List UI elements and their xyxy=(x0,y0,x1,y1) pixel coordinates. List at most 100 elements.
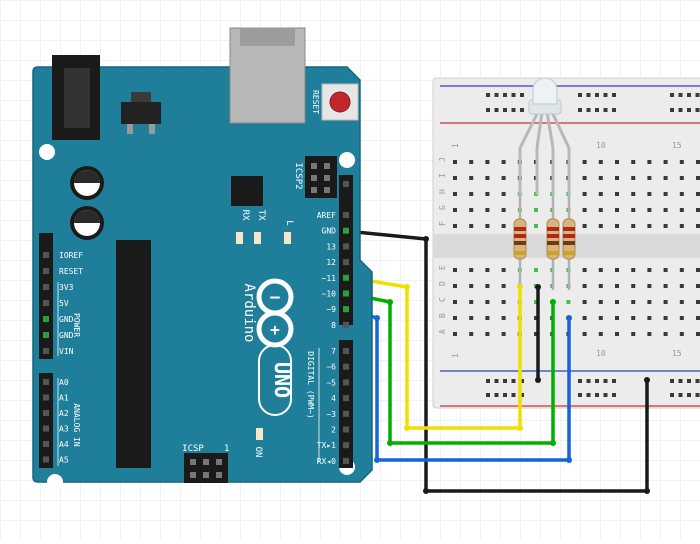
rail-hole[interactable] xyxy=(520,108,524,112)
breadboard-hole[interactable] xyxy=(679,284,684,288)
breadboard-hole[interactable] xyxy=(615,332,619,336)
rail-hole[interactable] xyxy=(670,393,674,397)
breadboard-hole[interactable] xyxy=(647,268,652,272)
rail-hole[interactable] xyxy=(612,93,616,97)
wire-bendpoint[interactable] xyxy=(550,299,556,305)
rail-hole[interactable] xyxy=(612,108,616,112)
breadboard-hole[interactable] xyxy=(501,176,506,180)
rail-hole[interactable] xyxy=(603,379,608,383)
wire-bendpoint[interactable] xyxy=(374,457,380,463)
rail-hole[interactable] xyxy=(503,108,507,112)
breadboard-hole[interactable] xyxy=(485,176,490,180)
header-pin[interactable] xyxy=(43,300,49,306)
rail-hole[interactable] xyxy=(520,393,524,397)
rail-hole[interactable] xyxy=(494,379,499,383)
breadboard-hole[interactable] xyxy=(582,300,587,304)
breadboard-hole[interactable] xyxy=(679,192,684,196)
breadboard-hole[interactable] xyxy=(631,208,636,212)
rgb-led[interactable] xyxy=(518,77,571,195)
rail-hole[interactable] xyxy=(687,379,691,383)
wire-bendpoint[interactable] xyxy=(644,488,650,494)
breadboard-hole[interactable] xyxy=(663,208,668,212)
breadboard-hole[interactable] xyxy=(696,208,700,212)
header-pin[interactable] xyxy=(43,410,49,416)
breadboard-hole[interactable] xyxy=(696,192,700,196)
breadboard-hole[interactable] xyxy=(647,300,652,304)
rail-hole[interactable] xyxy=(520,379,524,383)
breadboard-hole[interactable] xyxy=(453,300,457,304)
rail-hole[interactable] xyxy=(511,379,516,383)
rail-hole[interactable] xyxy=(486,108,490,112)
breadboard-hole[interactable] xyxy=(469,224,474,228)
breadboard-hole[interactable] xyxy=(696,224,700,228)
rail-hole[interactable] xyxy=(612,393,616,397)
header-pin[interactable] xyxy=(343,259,349,266)
rail-hole[interactable] xyxy=(586,108,591,112)
rail-hole[interactable] xyxy=(595,379,599,383)
header-pin[interactable] xyxy=(43,332,49,338)
breadboard-hole[interactable] xyxy=(615,268,619,272)
breadboard-hole[interactable] xyxy=(615,224,619,228)
header-pin[interactable] xyxy=(343,274,349,281)
breadboard-hole[interactable] xyxy=(534,224,538,228)
breadboard-hole[interactable] xyxy=(631,300,636,304)
header-pin[interactable] xyxy=(343,363,349,370)
breadboard-hole[interactable] xyxy=(501,332,506,336)
wire-bendpoint[interactable] xyxy=(550,440,556,446)
rail-hole[interactable] xyxy=(603,108,608,112)
header-pin[interactable] xyxy=(43,379,49,385)
wire-bendpoint[interactable] xyxy=(644,377,650,383)
breadboard-hole[interactable] xyxy=(615,192,619,196)
reset-button-cap[interactable] xyxy=(329,91,351,113)
breadboard-hole[interactable] xyxy=(485,316,490,320)
header-pin[interactable] xyxy=(343,227,349,234)
rail-hole[interactable] xyxy=(678,393,683,397)
rail-hole[interactable] xyxy=(486,393,490,397)
breadboard-hole[interactable] xyxy=(663,316,668,320)
header-pin[interactable] xyxy=(343,442,349,449)
breadboard-hole[interactable] xyxy=(696,332,700,336)
resistor[interactable] xyxy=(513,195,527,290)
breadboard-hole[interactable] xyxy=(663,300,668,304)
breadboard-hole[interactable] xyxy=(453,192,457,196)
header-pin[interactable] xyxy=(343,348,349,354)
breadboard-hole[interactable] xyxy=(501,160,506,164)
breadboard-hole[interactable] xyxy=(582,160,587,164)
breadboard-hole[interactable] xyxy=(679,300,684,304)
breadboard-hole[interactable] xyxy=(663,268,668,272)
breadboard-hole[interactable] xyxy=(679,332,684,336)
breadboard-hole[interactable] xyxy=(501,208,506,212)
wire-bendpoint[interactable] xyxy=(517,425,523,431)
breadboard-hole[interactable] xyxy=(663,176,668,180)
wire-bendpoint[interactable] xyxy=(387,440,393,446)
header-pin[interactable] xyxy=(343,426,349,433)
breadboard-hole[interactable] xyxy=(534,268,538,272)
breadboard-hole[interactable] xyxy=(485,300,490,304)
rail-hole[interactable] xyxy=(595,108,599,112)
breadboard-hole[interactable] xyxy=(696,176,700,180)
breadboard-hole[interactable] xyxy=(582,268,587,272)
rail-hole[interactable] xyxy=(486,379,490,383)
breadboard-hole[interactable] xyxy=(582,316,587,320)
header-pin[interactable] xyxy=(343,212,349,218)
breadboard-hole[interactable] xyxy=(485,284,490,288)
breadboard-hole[interactable] xyxy=(615,160,619,164)
header-pin[interactable] xyxy=(343,306,349,313)
wire-bendpoint[interactable] xyxy=(566,457,572,463)
breadboard-hole[interactable] xyxy=(631,316,636,320)
breadboard-hole[interactable] xyxy=(696,284,700,288)
rail-hole[interactable] xyxy=(687,93,691,97)
breadboard-hole[interactable] xyxy=(485,192,490,196)
breadboard-hole[interactable] xyxy=(501,316,506,320)
breadboard-hole[interactable] xyxy=(631,332,636,336)
wire-bendpoint[interactable] xyxy=(535,284,541,290)
header-pin[interactable] xyxy=(43,252,49,258)
breadboard-hole[interactable] xyxy=(453,268,457,272)
breadboard-hole[interactable] xyxy=(663,192,668,196)
header-pin[interactable] xyxy=(343,457,349,464)
breadboard-hole[interactable] xyxy=(598,332,603,336)
breadboard-hole[interactable] xyxy=(631,160,636,164)
breadboard-hole[interactable] xyxy=(631,176,636,180)
header-pin[interactable] xyxy=(43,268,49,274)
rail-hole[interactable] xyxy=(687,108,691,112)
